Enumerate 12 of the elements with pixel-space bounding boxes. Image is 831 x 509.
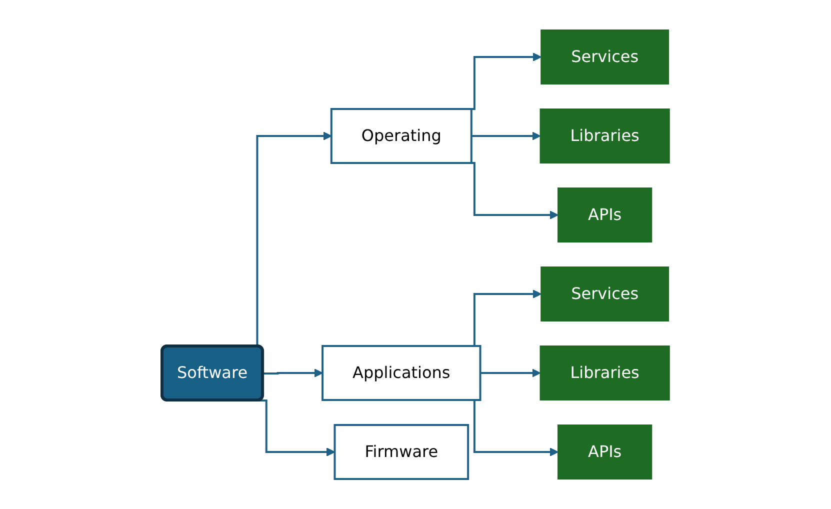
arrow [471, 132, 540, 140]
arrow [480, 368, 540, 378]
node-box: Services [540, 30, 669, 84]
arrow [262, 368, 323, 378]
node-box: APIs [557, 188, 652, 242]
node-box: Libraries [540, 108, 670, 164]
node-box: Services [540, 266, 669, 322]
node-box: APIs [557, 424, 652, 480]
node-box: Libraries [540, 346, 670, 400]
node-box: Firmware [334, 424, 469, 480]
node-box: Applications [321, 345, 482, 401]
node-box: Operating [330, 108, 472, 164]
